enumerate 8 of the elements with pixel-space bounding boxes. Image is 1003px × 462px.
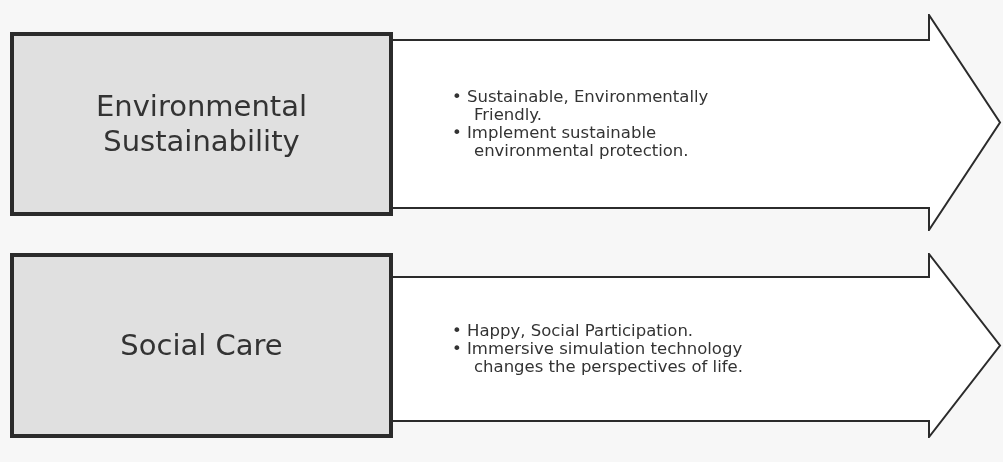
bullet-item: • Immersive simulation technology changes the perspectives of life. [452,340,744,377]
category-title: Social Care [120,328,283,363]
bullet-item: • Happy, Social Participation. [452,322,695,341]
bullet-item: • Implement sustainable environmental protection. [452,123,690,161]
category-box [10,253,393,438]
category-title: Environmental Sustainability [95,89,308,159]
category-box [10,32,393,216]
bullet-item: • Sustainable, Environmentally Friendly. [452,87,710,124]
